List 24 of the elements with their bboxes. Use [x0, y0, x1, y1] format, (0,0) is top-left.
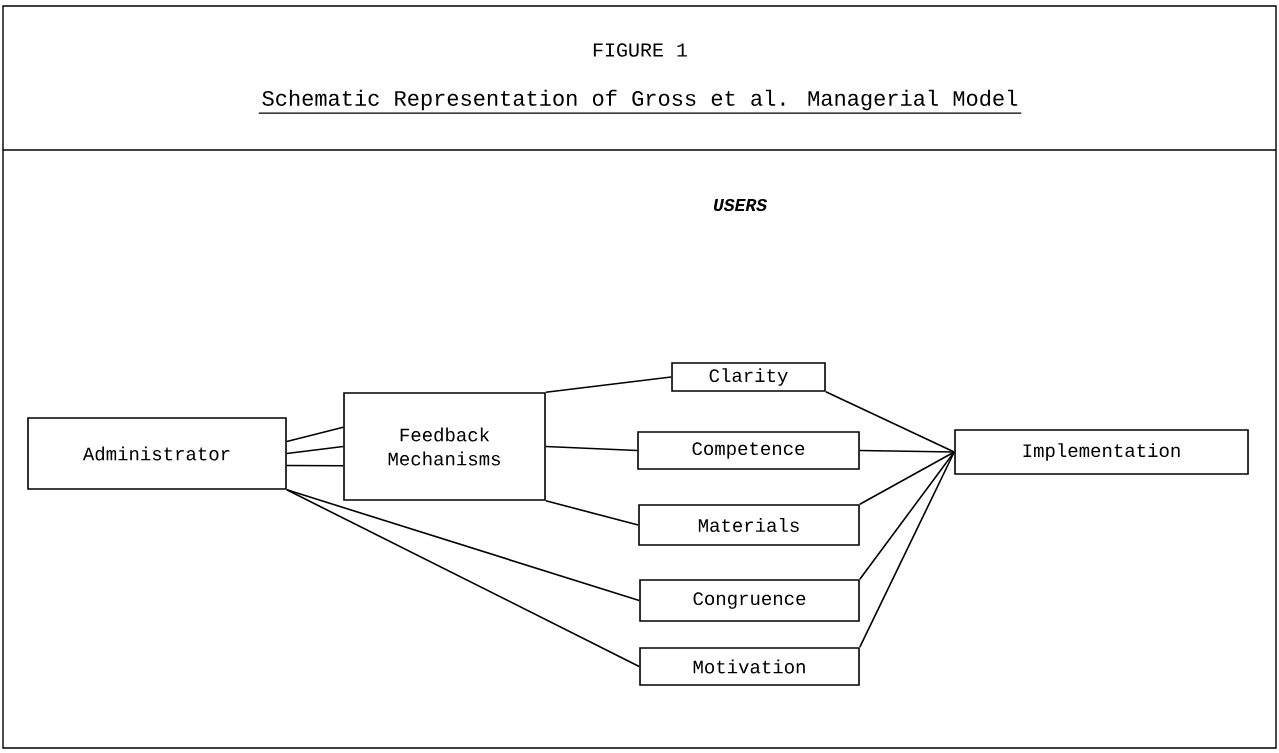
process-box: Motivation — [639, 647, 860, 686]
connector-line — [545, 445, 638, 452]
connector-line — [286, 426, 344, 443]
process-box: Materials — [638, 504, 860, 546]
connector-line — [825, 391, 955, 453]
connector-line — [859, 451, 955, 648]
group-label: USERS — [713, 198, 767, 212]
connector-line — [286, 489, 640, 668]
figure-title: FIGURE 1 — [593, 43, 688, 57]
connector-line — [286, 489, 640, 602]
connector-line — [545, 500, 639, 526]
figure-subtitle: Schematic Representation of Gross et al. Managerial Model — [262, 89, 1018, 111]
connector-line — [859, 451, 955, 505]
connector-line — [859, 449, 955, 453]
process-box: Congruence — [639, 579, 860, 622]
connector-line — [286, 464, 344, 467]
process-box: Administrator — [27, 417, 287, 490]
process-box: Implementation — [954, 429, 1249, 475]
process-box: Clarity — [671, 362, 826, 392]
process-box: Feedback Mechanisms — [343, 392, 546, 501]
connector-line — [859, 451, 955, 580]
process-box: Competence — [637, 431, 860, 470]
connector-line — [545, 376, 672, 393]
connector-line — [286, 445, 344, 455]
